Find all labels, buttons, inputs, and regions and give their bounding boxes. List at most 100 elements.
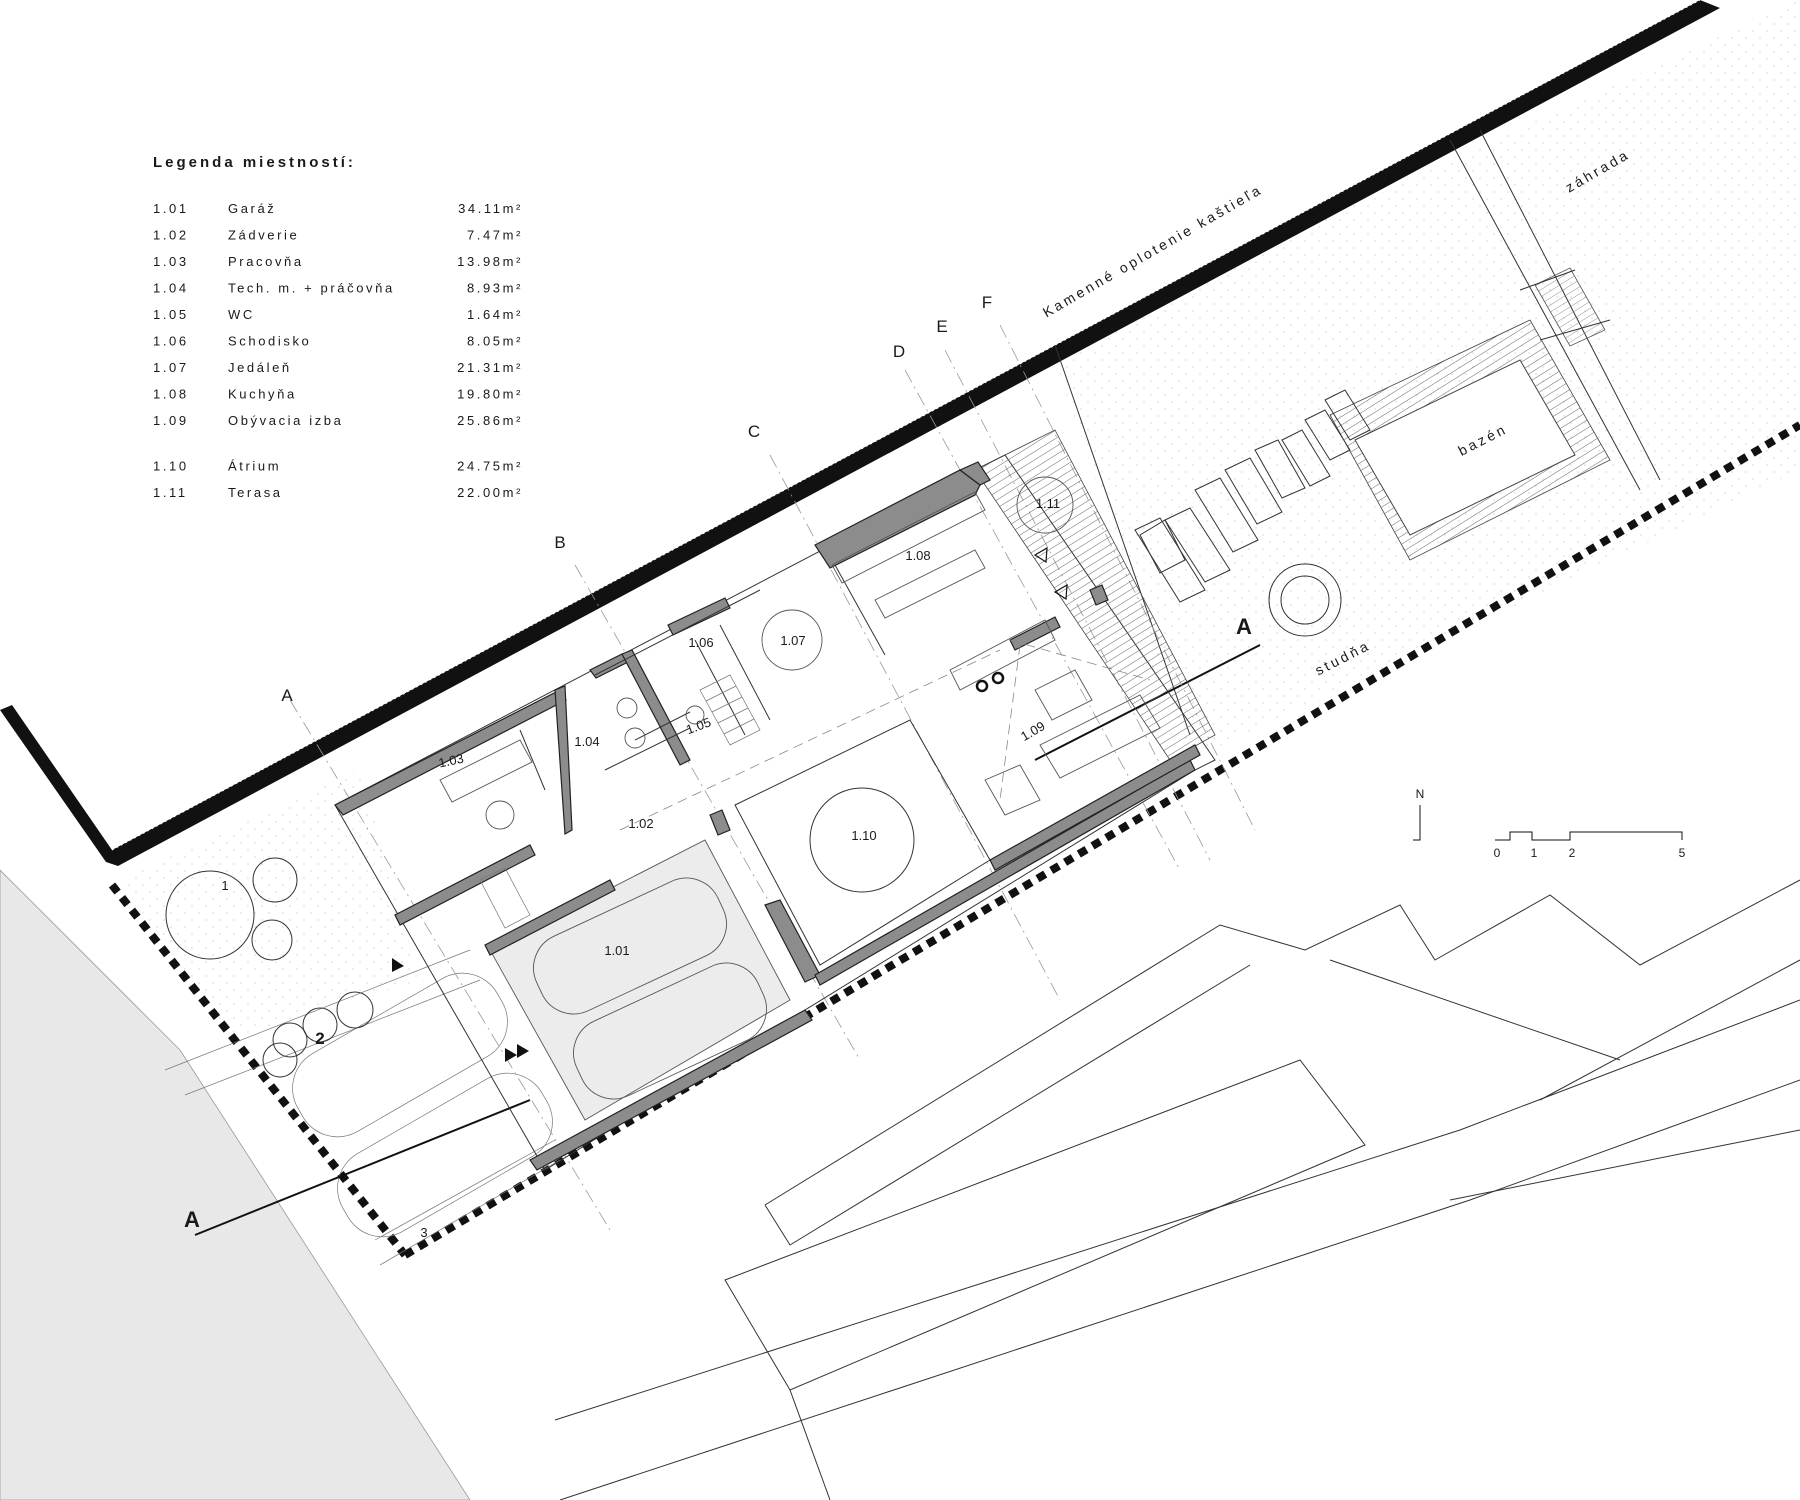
legend-room-code: 1.10 <box>153 459 189 474</box>
legend-room-code: 1.02 <box>153 228 189 243</box>
legend-room-code: 1.08 <box>153 387 189 402</box>
axis-label-f: F <box>982 293 992 312</box>
washer-1 <box>616 697 638 719</box>
living-counter <box>949 619 1056 691</box>
wall-terrace-column <box>1089 584 1109 606</box>
wall-study-east <box>554 685 573 835</box>
legend-room-code: 1.04 <box>153 281 189 296</box>
wall-garage-south <box>529 1009 813 1171</box>
legend-room-area: 8.93m² <box>467 281 523 296</box>
room-label-1-11: 1.11 <box>1036 496 1060 511</box>
terrace-table <box>1016 476 1074 534</box>
desk <box>439 739 533 803</box>
stepping-stones <box>1134 389 1371 603</box>
legend-room-name: Terasa <box>228 485 283 500</box>
legend-room-code: 1.11 <box>153 485 188 500</box>
legend-room-area: 25.86m² <box>457 413 523 428</box>
scale-tick-0: 0 <box>1494 846 1501 860</box>
car-1 <box>533 877 727 1015</box>
legend-room-code: 1.09 <box>153 413 189 428</box>
car-2 <box>573 962 767 1100</box>
wall-living-island <box>1009 616 1061 651</box>
legend-room-area: 19.80m² <box>457 387 523 402</box>
scale-bar: 0 1 2 5 <box>1494 831 1686 860</box>
legend-room-name: Schodisko <box>228 334 311 349</box>
axis-label-b: B <box>554 533 565 552</box>
legend-room-area: 1.64m² <box>467 307 523 322</box>
street-area <box>0 869 471 1500</box>
legend-room-area: 22.00m² <box>457 485 523 500</box>
legend-room-name: Átrium <box>228 459 281 474</box>
wall-living-south <box>989 744 1201 871</box>
wall-stair-north <box>667 597 731 636</box>
room-label-1-04: 1.04 <box>574 734 599 749</box>
legend-room-area: 34.11m² <box>458 201 523 216</box>
sofa <box>1039 694 1161 779</box>
wall-kitchen-north <box>814 469 981 569</box>
room-label-1-08: 1.08 <box>905 548 930 563</box>
building <box>334 429 1216 1171</box>
legend-room-name: Pracovňa <box>228 254 304 269</box>
front-garden-ground <box>120 770 420 1040</box>
neighbour-buildings <box>554 879 1800 1500</box>
legend-room-code: 1.01 <box>153 201 189 216</box>
section-line-west <box>194 1099 531 1236</box>
well-outer <box>1268 563 1342 637</box>
dining-table <box>761 609 823 671</box>
room-label-1-09: 1.09 <box>1018 718 1047 744</box>
partition-2 <box>694 624 771 736</box>
hob-ring-2 <box>991 671 1005 685</box>
garage-arrow-1 <box>505 1048 517 1062</box>
wall-study-south <box>394 844 536 926</box>
legend-room-name: WC <box>228 307 255 322</box>
kitchen-counter <box>831 491 986 584</box>
north-arrow-line <box>1413 805 1421 841</box>
legend-room-area: 8.05m² <box>467 334 523 349</box>
garage-floor <box>489 839 791 1121</box>
property-boundary-south <box>402 421 1800 1259</box>
legend-room-code: 1.05 <box>153 307 189 322</box>
stone-fence-hatch <box>111 0 1701 851</box>
scale-tick-2: 2 <box>1569 846 1576 860</box>
parking <box>164 949 561 1266</box>
legend-room-name: Kuchyňa <box>228 387 297 402</box>
legend-room-name: Tech. m. + práčovňa <box>228 281 395 296</box>
front-trees <box>165 857 374 1078</box>
scale-tick-5: 5 <box>1679 846 1686 860</box>
partition-1 <box>594 589 761 771</box>
washer-2 <box>624 727 646 749</box>
room-label-1-01: 1.01 <box>604 943 629 958</box>
terrace-arrow-2 <box>1053 583 1068 601</box>
pool <box>1354 359 1576 536</box>
axis-label-d: D <box>893 342 905 361</box>
partition-4 <box>519 729 546 791</box>
hob-ring-1 <box>975 679 989 693</box>
legend-room-name: Garáž <box>228 201 276 216</box>
room-label-1-05: 1.05 <box>684 714 713 737</box>
dashed-line-1 <box>619 639 1151 831</box>
entry-arrow <box>392 958 404 972</box>
site-number-3: 3 <box>420 1225 427 1240</box>
living-rug <box>984 764 1041 816</box>
partition-3 <box>834 564 886 656</box>
stair-rail <box>1519 269 1611 341</box>
room-label-1-02: 1.02 <box>628 816 653 831</box>
wall-entry-south <box>484 879 616 956</box>
room-label-1-06: 1.06 <box>688 635 713 650</box>
garden-edge-2 <box>1449 139 1641 491</box>
room-legend: Legenda miestností: 1.01 Garáž 34.11m² 1.02… <box>153 154 523 500</box>
axis-label-e: E <box>936 317 947 336</box>
legend-room-code: 1.06 <box>153 334 189 349</box>
legend-room-name: Zádverie <box>228 228 299 243</box>
legend-title: Legenda miestností: <box>153 154 356 171</box>
armchair <box>1034 669 1093 721</box>
wall-kitchen-end <box>958 461 991 486</box>
site-number-2: 2 <box>315 1029 324 1048</box>
legend-room-area: 21.31m² <box>457 360 523 375</box>
well-inner <box>1280 575 1330 625</box>
legend-room-name: Obývacia izba <box>228 413 343 428</box>
site-number-1: 1 <box>221 878 228 893</box>
scale-tick-1: 1 <box>1531 846 1538 860</box>
